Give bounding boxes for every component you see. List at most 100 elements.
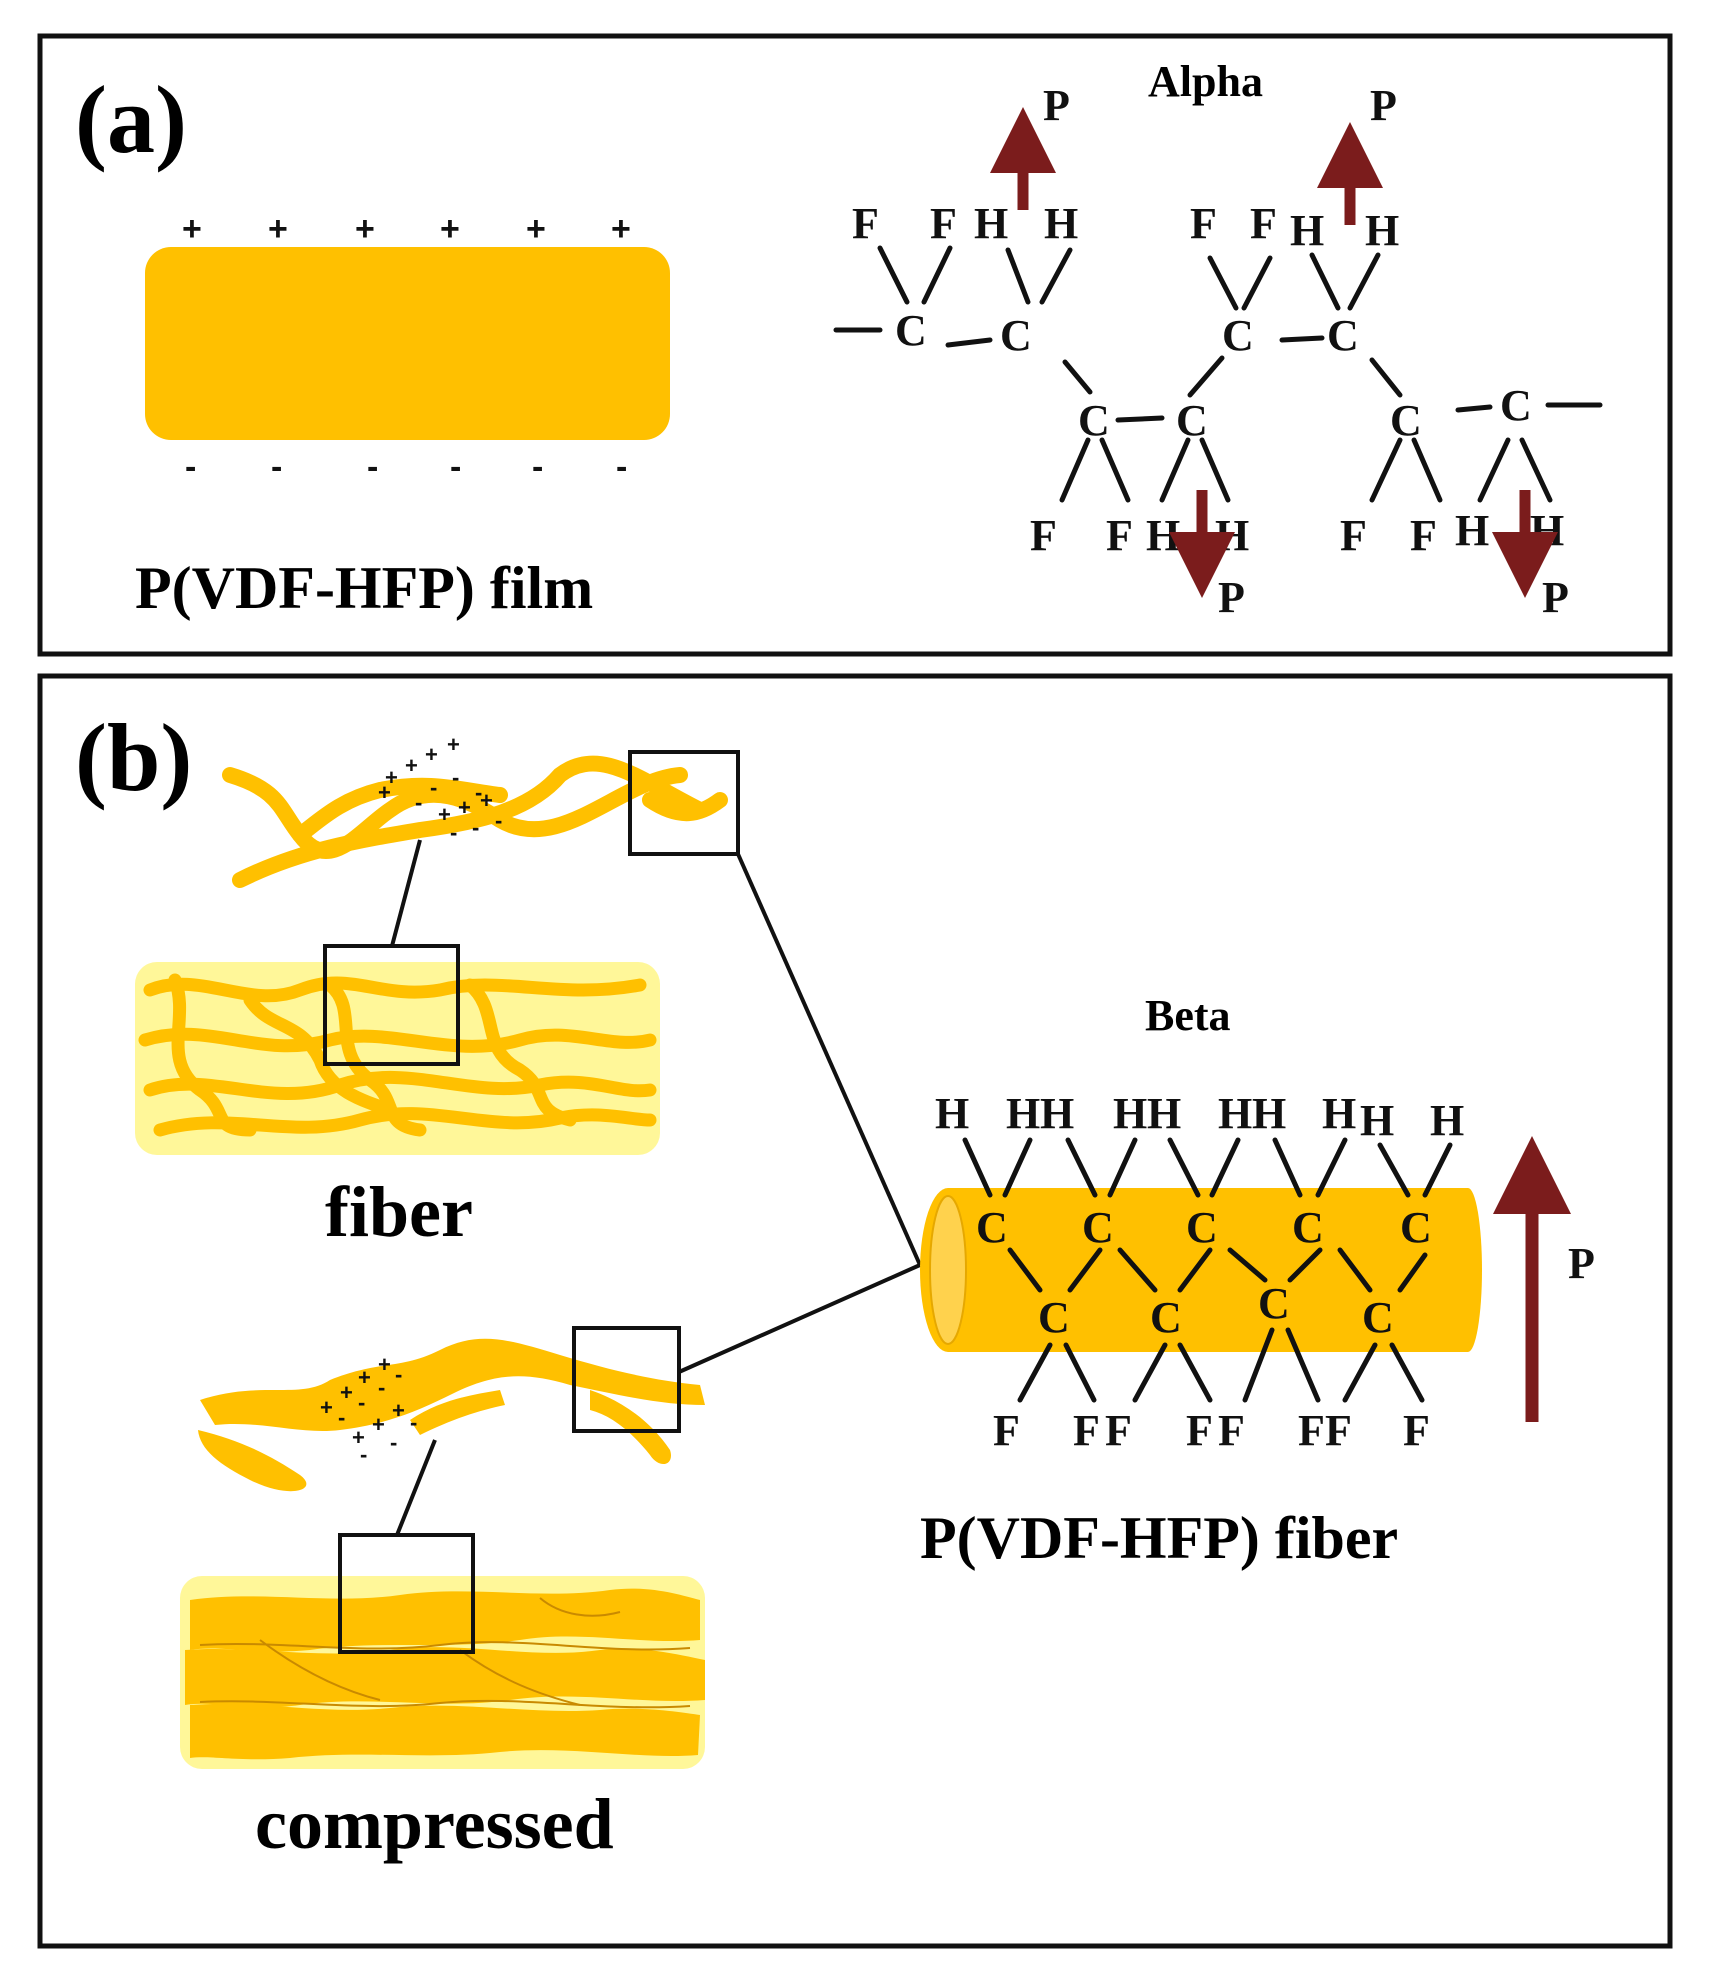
alpha-chain-bonds [833,245,1603,503]
svg-text:H: H [1455,506,1489,555]
svg-text:-: - [395,1362,402,1387]
svg-text:H: H [1290,206,1324,255]
svg-text:+: + [378,1352,391,1377]
svg-text:H: H [1147,1089,1181,1138]
svg-text:F: F [1106,511,1133,560]
top-fiber-mesh-connector [390,839,422,947]
svg-text:C: C [1078,396,1110,445]
svg-text:H: H [974,199,1008,248]
beta-atoms: C C C C C C C C C H H H H H H H H H H F … [935,1089,1464,1455]
svg-text:+: + [385,765,398,790]
svg-text:+: + [372,1412,385,1437]
beta-polarization-label: P [1568,1239,1595,1288]
svg-text:F: F [993,1406,1020,1455]
svg-text:F: F [1190,199,1217,248]
svg-text:+: + [358,1365,371,1390]
svg-text:C: C [1327,311,1359,360]
svg-text:+: + [405,753,418,778]
panel-b-frame [37,673,1673,1949]
svg-text:F: F [1340,511,1367,560]
svg-text:+: + [320,1395,333,1420]
svg-text:H: H [1113,1089,1147,1138]
svg-text:+: + [458,795,471,820]
svg-text:H: H [1146,511,1180,560]
svg-text:-: - [415,790,422,815]
single-fiber-top [222,755,728,888]
svg-text:-: - [358,1390,365,1415]
svg-text:+: + [611,210,631,248]
svg-text:+: + [480,788,493,813]
svg-text:F: F [852,199,879,248]
svg-text:-: - [450,820,457,845]
svg-text:-: - [367,448,378,486]
svg-text:C: C [1500,381,1532,430]
film-caption: P(VDF-HFP) film [135,555,593,621]
svg-text:+: + [392,1398,405,1423]
compressed-mat-seams [199,1597,691,1709]
svg-text:H: H [1360,1096,1394,1145]
svg-text:H: H [1530,506,1564,555]
svg-text:P: P [1370,81,1397,130]
film-negative-charges: - - - - - - [185,448,627,486]
svg-text:+: + [268,210,288,248]
svg-text:-: - [410,1410,417,1435]
svg-text:+: + [438,802,451,827]
svg-text:H: H [1218,1089,1252,1138]
svg-text:-: - [390,1430,397,1455]
svg-text:-: - [616,448,627,486]
svg-text:+: + [447,732,460,757]
fiber-model-caption: P(VDF-HFP) fiber [920,1505,1398,1571]
svg-text:-: - [271,448,282,486]
alpha-polarization-arrows: P P P P [990,81,1569,622]
svg-text:C: C [1000,311,1032,360]
svg-text:-: - [378,1375,385,1400]
svg-text:+: + [340,1380,353,1405]
compressed-fiber-zoom-box [572,1326,681,1433]
svg-text:C: C [1258,1279,1290,1328]
single-fiber-compressed [198,1338,705,1492]
svg-text:+: + [352,1425,365,1450]
svg-text:F: F [1030,511,1057,560]
compressed-fiber-charges: + + + + - - - - + + + - - - [320,1352,417,1467]
svg-text:-: - [338,1405,345,1430]
fiber-mat-strands [138,973,657,1137]
svg-text:C: C [895,306,927,355]
svg-text:F: F [1403,1406,1430,1455]
svg-text:+: + [182,210,202,248]
beta-title: Beta [1145,991,1231,1040]
fiber-caption: fiber [325,1172,473,1252]
svg-text:P: P [1043,81,1070,130]
svg-text:F: F [1410,511,1437,560]
svg-text:-: - [452,765,459,790]
svg-text:F: F [1218,1406,1245,1455]
svg-text:F: F [1105,1406,1132,1455]
svg-text:-: - [472,815,479,840]
svg-text:F: F [1325,1406,1352,1455]
svg-text:-: - [495,808,502,833]
svg-text:C: C [1150,1293,1182,1342]
svg-text:C: C [1038,1293,1070,1342]
svg-text:F: F [1186,1406,1213,1455]
svg-text:H: H [1215,511,1249,560]
alpha-atoms: C C C C C C C C F F H H F F H H F F H H … [852,199,1564,560]
fiber-surface-charges: + + + + + - - - - + + + - - - [378,732,502,845]
compressed-mat-zoom-box [338,1533,475,1654]
top-fiber-zoom-box [628,750,740,856]
panel-b-label: (b) [75,704,192,811]
svg-text:C: C [1292,1203,1324,1252]
top-fiber-zoom-line [736,853,922,1266]
svg-text:H: H [1044,199,1078,248]
svg-text:C: C [1400,1203,1432,1252]
svg-text:C: C [1082,1203,1114,1252]
svg-text:-: - [475,780,482,805]
svg-text:+: + [440,210,460,248]
compressed-caption: compressed [255,1784,614,1864]
svg-text:F: F [1073,1406,1100,1455]
panel-a-label: (a) [75,66,187,173]
svg-text:-: - [532,448,543,486]
beta-chain-bonds [962,1137,1453,1403]
compressed-fiber-mesh-connector [395,1439,437,1536]
svg-text:H: H [1322,1089,1356,1138]
svg-text:C: C [1390,396,1422,445]
